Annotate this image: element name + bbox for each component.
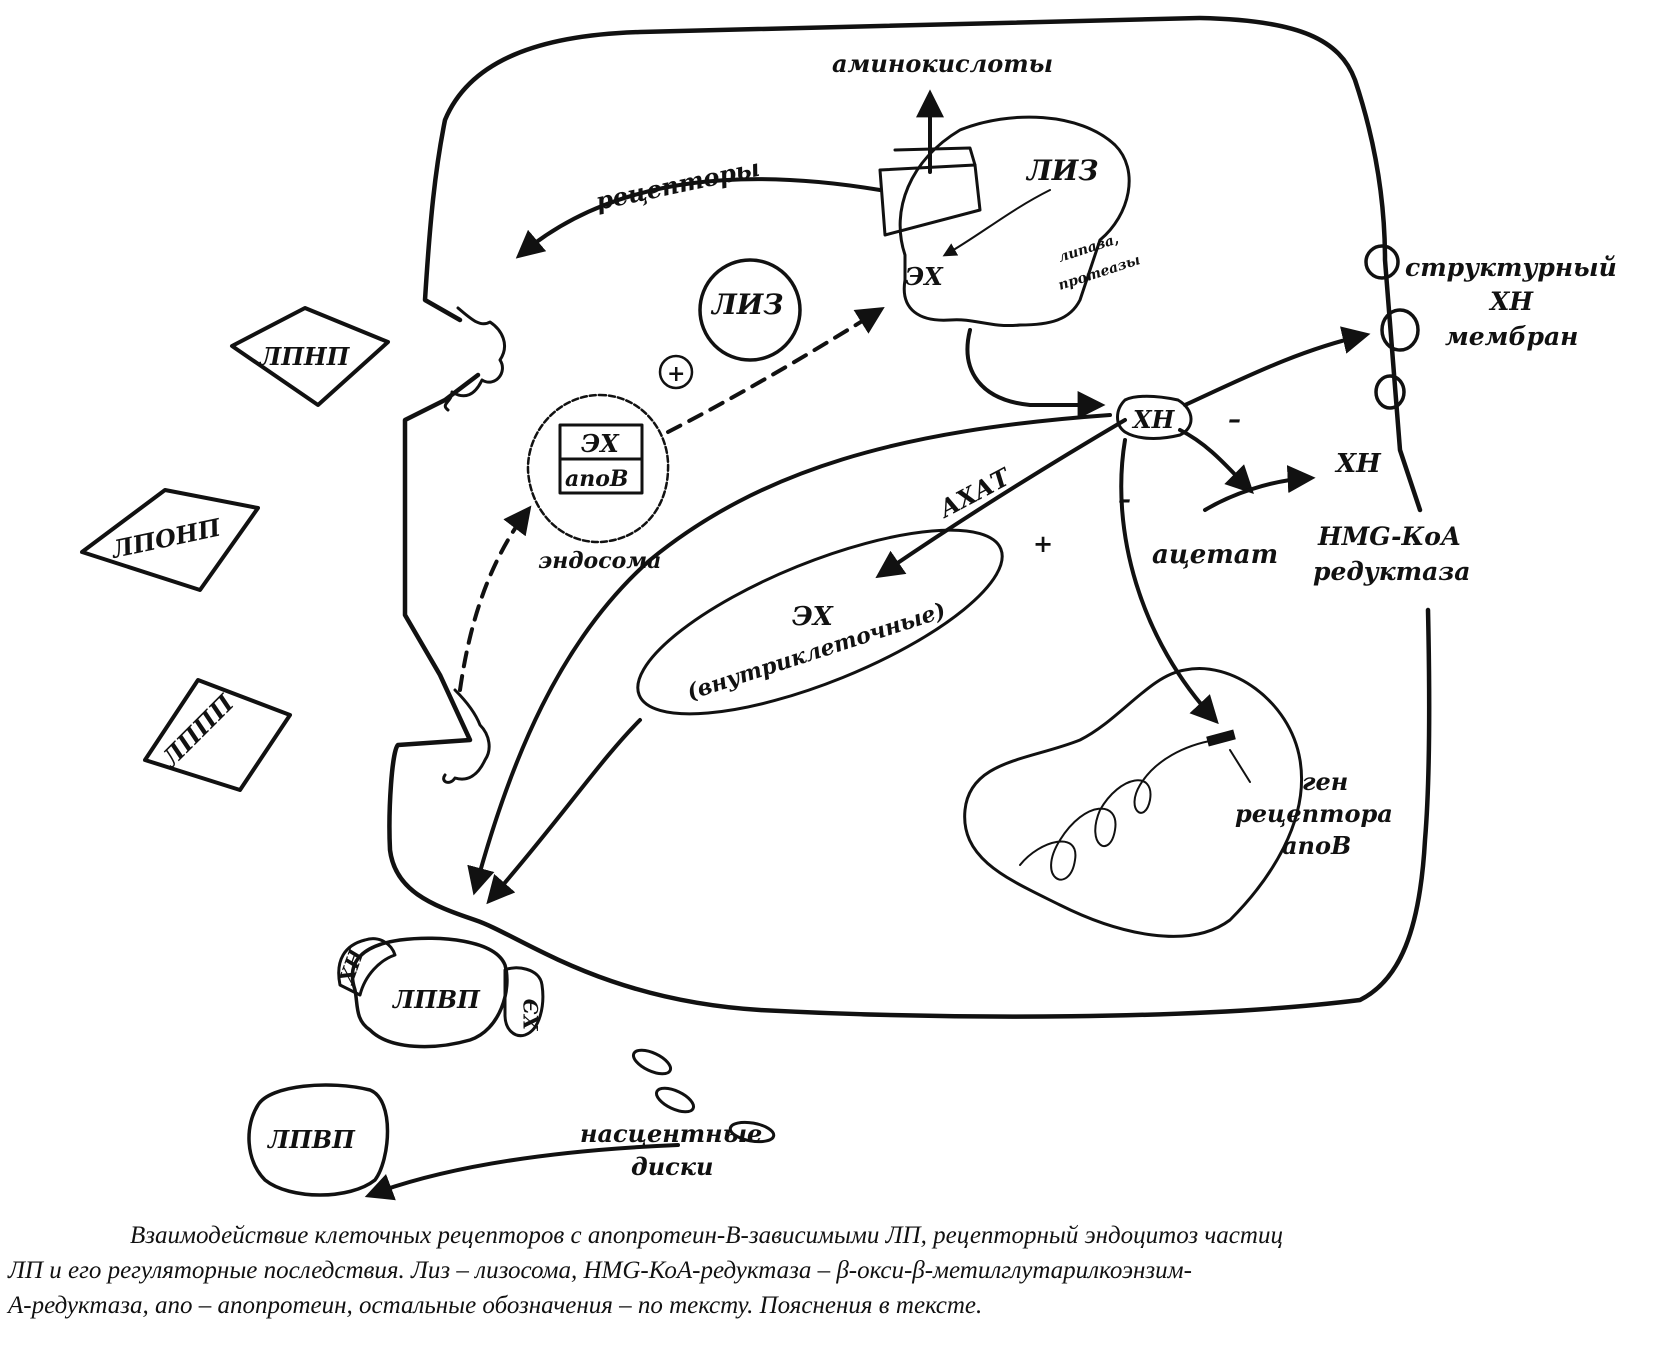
- endosome-body: [526, 393, 670, 544]
- vldl-diamond: [80, 488, 260, 592]
- ex-intracellular: [636, 528, 1004, 716]
- label-hdl-1: ЛПВП: [391, 985, 481, 1014]
- caption-line-3: А-редуктаза, апо – апопротеин, остальные…: [8, 1292, 983, 1319]
- apob-box: [878, 163, 982, 237]
- label-gene-3: апоВ: [1282, 831, 1351, 860]
- label-ldl: ЛПНП: [258, 342, 351, 371]
- label-ex-top: ЭХ: [905, 262, 944, 291]
- label-receptors: рецепторы: [593, 153, 762, 216]
- label-endosome: эндосома: [538, 548, 661, 574]
- label-endo-apob: апоВ: [565, 466, 629, 492]
- label-ex-intra-1: ЭХ: [792, 602, 835, 632]
- label-struct-1: структурный: [1405, 253, 1617, 282]
- lysosome-mid: [698, 258, 802, 362]
- label-struct-2: ХН: [1488, 287, 1534, 316]
- label-struct-3: мембран: [1445, 322, 1578, 351]
- label-nascent-1: насцентные: [580, 1119, 762, 1148]
- label-liz-top: ЛИЗ: [1025, 154, 1098, 187]
- label-hdl-2: ЛПВП: [266, 1125, 356, 1154]
- cell-membrane: [387, 15, 1432, 1019]
- label-nascent-2: диски: [631, 1152, 713, 1181]
- label-hmg-1: HMG-КоА: [1317, 522, 1461, 551]
- label-xe-hdl: ХЭ: [519, 998, 543, 1032]
- label-endo-ex: ЭХ: [581, 429, 620, 458]
- receptor-pit-top: [443, 306, 506, 412]
- label-gene-1: ген: [1302, 767, 1348, 796]
- label-gene-2: рецептора: [1235, 799, 1393, 828]
- label-acat: АХАТ: [932, 461, 1016, 524]
- caption-line-1: Взаимодействие клеточных рецепторов с ап…: [130, 1222, 1283, 1249]
- idl-diamond: [143, 678, 292, 792]
- ldl-diamond: [230, 306, 390, 407]
- lysosome-top: [898, 115, 1131, 328]
- label-xh-center: ХН: [1131, 405, 1176, 434]
- label-aminoacids: аминокислоты: [832, 49, 1053, 78]
- label-hmg-2: редуктаза: [1313, 557, 1470, 586]
- label-minus-right: –: [1228, 405, 1241, 435]
- label-minus-down: –: [1118, 485, 1131, 515]
- label-xh-right: ХН: [1334, 449, 1382, 479]
- figure-caption: Взаимодействие клеточных рецепторов с ап…: [8, 1218, 1653, 1323]
- caption-line-2: ЛП и его регуляторные последствия. Лиз –…: [8, 1257, 1192, 1284]
- nucleus: [963, 667, 1303, 938]
- label-plus-circle: +: [667, 361, 685, 387]
- label-liz-mid: ЛИЗ: [710, 288, 783, 321]
- label-idl: ЛППП: [154, 688, 240, 774]
- label-acetate: ацетат: [1152, 540, 1278, 570]
- receptor-pit-bottom: [442, 688, 491, 784]
- lipoprotein-receptor-diagram: аминокислоты рецепторы ЛИЗ липаза, проте…: [80, 15, 1617, 1201]
- dna-coil: [1019, 739, 1216, 881]
- label-plus-mid: +: [1033, 529, 1053, 558]
